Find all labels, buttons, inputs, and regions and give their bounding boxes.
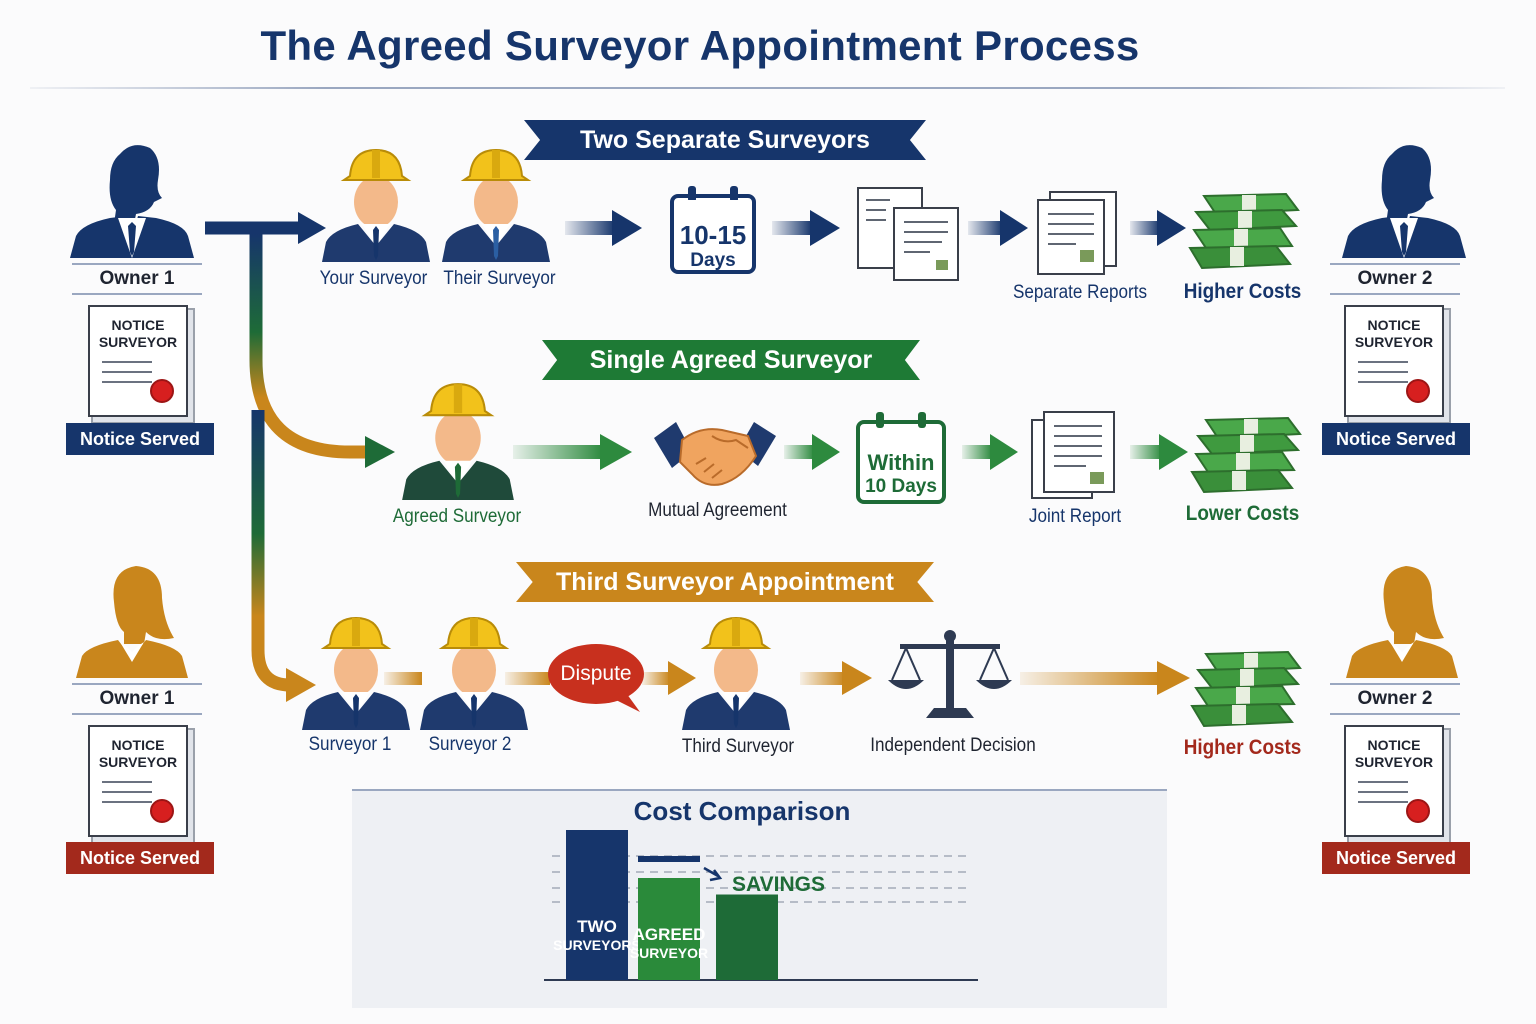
handshake-icon: [654, 422, 776, 486]
notice-document: NOTICE SURVEYOR: [88, 725, 188, 837]
agreed-surveyor-icon: [402, 383, 514, 500]
calendar-icon: 10-15 Days: [670, 186, 756, 274]
calendar-icon: Within 10 Days: [856, 412, 946, 504]
notice-served-badge: Notice Served: [66, 423, 214, 455]
chart-bar: [566, 830, 628, 980]
row-heading-two-surveyors: Two Separate Surveyors: [524, 120, 926, 160]
chart-bar-label: AGREED: [633, 925, 706, 944]
dispute-bubble-icon: [548, 644, 644, 712]
page-title: The Agreed Surveyor Appointment Process: [260, 22, 1140, 69]
surveyor-icon: [322, 148, 430, 262]
money-stack-icon: [1188, 192, 1300, 270]
owner-1-name: Owner 1: [72, 263, 202, 295]
notice-document: NOTICE SURVEYOR: [88, 305, 188, 417]
owner-1-name: Owner 1: [72, 683, 202, 715]
chart-bar-label: SURVEYOR: [630, 945, 708, 961]
surveyor-1-icon: [302, 616, 410, 730]
label-surveyor-2: Surveyor 2: [428, 734, 512, 755]
chart-reference-marker: [638, 856, 700, 862]
chart-bar-label: SURVEYORS: [553, 937, 641, 953]
label-separate-reports: Separate Reports: [1012, 282, 1148, 303]
label-higher-costs: Higher Costs: [1183, 280, 1302, 303]
seal-icon: [1406, 379, 1430, 403]
label-lower-costs: Lower Costs: [1185, 502, 1300, 525]
calendar-ten-days: 10 Days: [865, 476, 937, 497]
calendar-within: Within: [867, 450, 935, 475]
label-agreed-surveyor: Agreed Surveyor: [392, 506, 522, 527]
chart-bar: [638, 878, 700, 980]
notice-served-badge: Notice Served: [1322, 842, 1470, 874]
notice-doc-title: NOTICE SURVEYOR: [1354, 737, 1434, 770]
notice-doc-title: NOTICE SURVEYOR: [98, 317, 178, 350]
seal-icon: [150, 799, 174, 823]
report-icon: [1037, 191, 1117, 275]
label-mutual-agreement: Mutual Agreement: [648, 500, 787, 521]
label-higher-costs-third: Higher Costs: [1183, 736, 1302, 759]
scales-of-justice-icon: [888, 630, 1012, 718]
notice-served-badge: Notice Served: [1322, 423, 1470, 455]
third-surveyor-icon: [682, 616, 790, 730]
notice-served-badge: Notice Served: [66, 842, 214, 874]
notice-doc-title: NOTICE SURVEYOR: [98, 737, 178, 770]
dispute-label: Dispute: [560, 662, 632, 685]
surveyor-icon: [442, 148, 550, 262]
label-their-surveyor: Their Surveyor: [443, 268, 556, 289]
notice-document: NOTICE SURVEYOR: [1344, 725, 1444, 837]
documents-icon: [857, 187, 959, 281]
row-heading-third-surveyor: Third Surveyor Appointment: [516, 562, 934, 602]
money-stack-icon: [1190, 416, 1302, 494]
chart-bar: [716, 894, 778, 980]
calendar-days-range: 10-15: [679, 220, 747, 250]
savings-annotation: SAVINGS: [732, 873, 825, 896]
surveyor-2-icon: [420, 616, 528, 730]
savings-arrow-icon: [703, 866, 723, 882]
label-independent-decision: Independent Decision: [870, 735, 1036, 756]
joint-report-icon: [1031, 411, 1115, 499]
owner-1-female-icon: [76, 566, 188, 678]
label-joint-report: Joint Report: [1028, 506, 1122, 527]
chart-title: Cost Comparison: [633, 796, 851, 826]
notice-document: NOTICE SURVEYOR: [1344, 305, 1444, 417]
owner-1-icon: [70, 145, 194, 258]
owner-2-name: Owner 2: [1330, 263, 1460, 295]
label-surveyor-1: Surveyor 1: [308, 734, 392, 755]
chart-bar-label: TWO: [577, 917, 617, 936]
label-third-surveyor: Third Surveyor: [681, 736, 795, 757]
owner-2-name: Owner 2: [1330, 683, 1460, 715]
seal-icon: [150, 379, 174, 403]
label-your-surveyor: Your Surveyor: [319, 268, 428, 289]
row-heading-single-agreed: Single Agreed Surveyor: [542, 340, 920, 380]
calendar-days-unit: Days: [690, 250, 736, 271]
panel-top-border: [352, 789, 1167, 791]
notice-doc-title: NOTICE SURVEYOR: [1354, 317, 1434, 350]
money-stack-icon: [1190, 650, 1302, 728]
owner-2-icon: [1342, 145, 1466, 258]
owner-2-female-icon: [1346, 566, 1458, 678]
seal-icon: [1406, 799, 1430, 823]
title-divider: [30, 87, 1505, 89]
